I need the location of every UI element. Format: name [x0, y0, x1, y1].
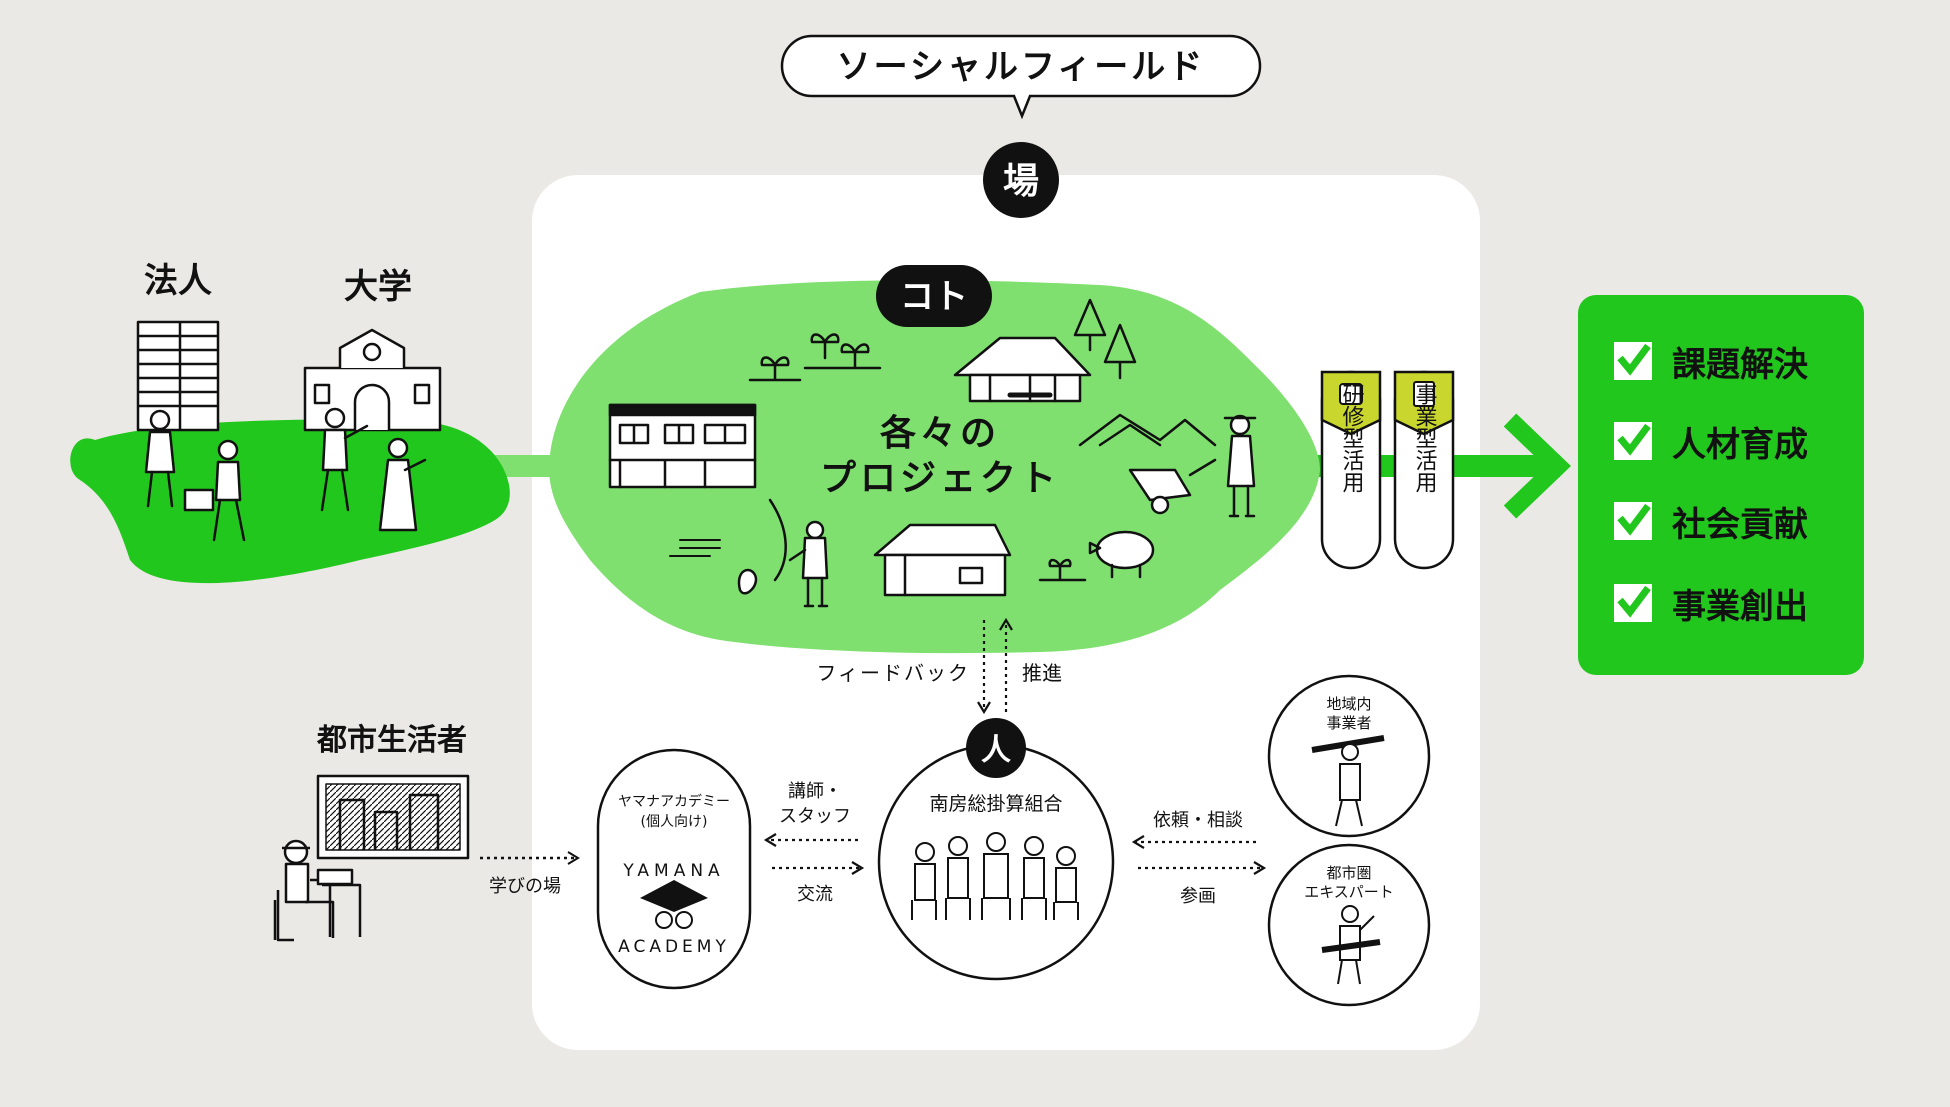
expert-icon	[1321, 905, 1381, 985]
partners-blob	[70, 419, 510, 584]
hills-icon	[1078, 413, 1217, 447]
training-icon	[1339, 383, 1363, 405]
farmhouse-icon	[953, 336, 1092, 403]
koto-badge: コト	[876, 265, 992, 327]
urban-expert-line1: 都市圏	[1326, 864, 1371, 882]
outcome-item: 社会貢献	[1614, 502, 1808, 545]
outcome-item: 課題解決	[1614, 342, 1808, 385]
svg-text:社会貢献: 社会貢献	[1672, 505, 1808, 545]
meeting-people-icon	[911, 832, 1079, 920]
fisherman-icon	[669, 498, 829, 608]
outcomes-panel	[1578, 295, 1864, 675]
worker-icon	[1311, 735, 1385, 827]
local-business-line1: 地域内	[1326, 695, 1371, 713]
cooperative-label: 南房総掛算組合	[929, 793, 1062, 815]
document-icon	[1413, 381, 1435, 407]
svg-text:場: 場	[1003, 161, 1039, 202]
farmer-wheelbarrow-icon	[1128, 414, 1257, 518]
project-label-line2: プロジェクト	[820, 458, 1060, 499]
svg-text:事業型活用: 事業型活用	[1412, 383, 1438, 493]
urban-expert-line2: エキスパート	[1304, 883, 1394, 901]
academy-pill	[596, 748, 752, 990]
title-bubble: ソーシャルフィールド	[780, 34, 1262, 120]
partner-link-top: 依頼・相談	[1153, 810, 1243, 831]
urban-resident-icon	[273, 774, 470, 942]
feedback-arrows	[977, 617, 1013, 715]
svg-text:事業創出: 事業創出	[1672, 587, 1808, 627]
promote-label: 推進	[1022, 661, 1062, 685]
sprout-icon	[748, 333, 882, 382]
academy-logo: YAMANA ACADEMY	[618, 861, 730, 957]
outcome-item: 人材育成	[1614, 422, 1808, 465]
academy-link-arrows	[763, 833, 865, 875]
usage-tab-training: 研修型活用	[1320, 370, 1382, 570]
house-icon	[873, 523, 1012, 597]
local-business-line2: 事業者	[1326, 714, 1371, 732]
corporation-label: 法人	[144, 261, 212, 301]
learning-arrow	[480, 851, 580, 865]
svg-text:ACADEMY: ACADEMY	[618, 937, 730, 957]
office-building-icon	[136, 320, 220, 432]
building-icon	[608, 403, 757, 489]
partner-link-arrows	[1131, 835, 1267, 875]
university-label: 大学	[344, 267, 412, 307]
academy-link-top-1: 講師・	[788, 781, 842, 802]
academy-name: ヤマナアカデミー	[618, 793, 730, 810]
pig-icon	[1038, 530, 1155, 582]
svg-text:人材育成: 人材育成	[1672, 425, 1808, 465]
academy-link-bottom: 交流	[797, 884, 833, 905]
walking-people-icon	[144, 407, 427, 542]
usage-tab-business: 事業型活用	[1393, 370, 1455, 570]
academy-note: (個人向け)	[641, 814, 708, 830]
academy-link-top-2: スタッフ	[779, 806, 851, 827]
svg-text:人: 人	[981, 733, 1011, 768]
svg-text:コト: コト	[900, 277, 968, 317]
title-text: ソーシャルフィールド	[837, 47, 1206, 87]
svg-text:研修型活用: 研修型活用	[1339, 383, 1365, 493]
tree-icon	[1073, 298, 1137, 380]
svg-text:課題解決: 課題解決	[1672, 345, 1808, 385]
outcome-item: 事業創出	[1614, 584, 1808, 627]
person-badge: 人	[966, 718, 1026, 778]
urban-resident-label: 都市生活者	[316, 723, 467, 758]
svg-text:YAMANA: YAMANA	[622, 861, 724, 881]
field-badge: 場	[983, 142, 1059, 218]
project-label-line1: 各々の	[880, 413, 1000, 454]
partner-link-bottom: 参画	[1180, 886, 1216, 907]
feedback-label: フィードバック	[816, 661, 970, 685]
learning-place-label: 学びの場	[489, 876, 561, 897]
